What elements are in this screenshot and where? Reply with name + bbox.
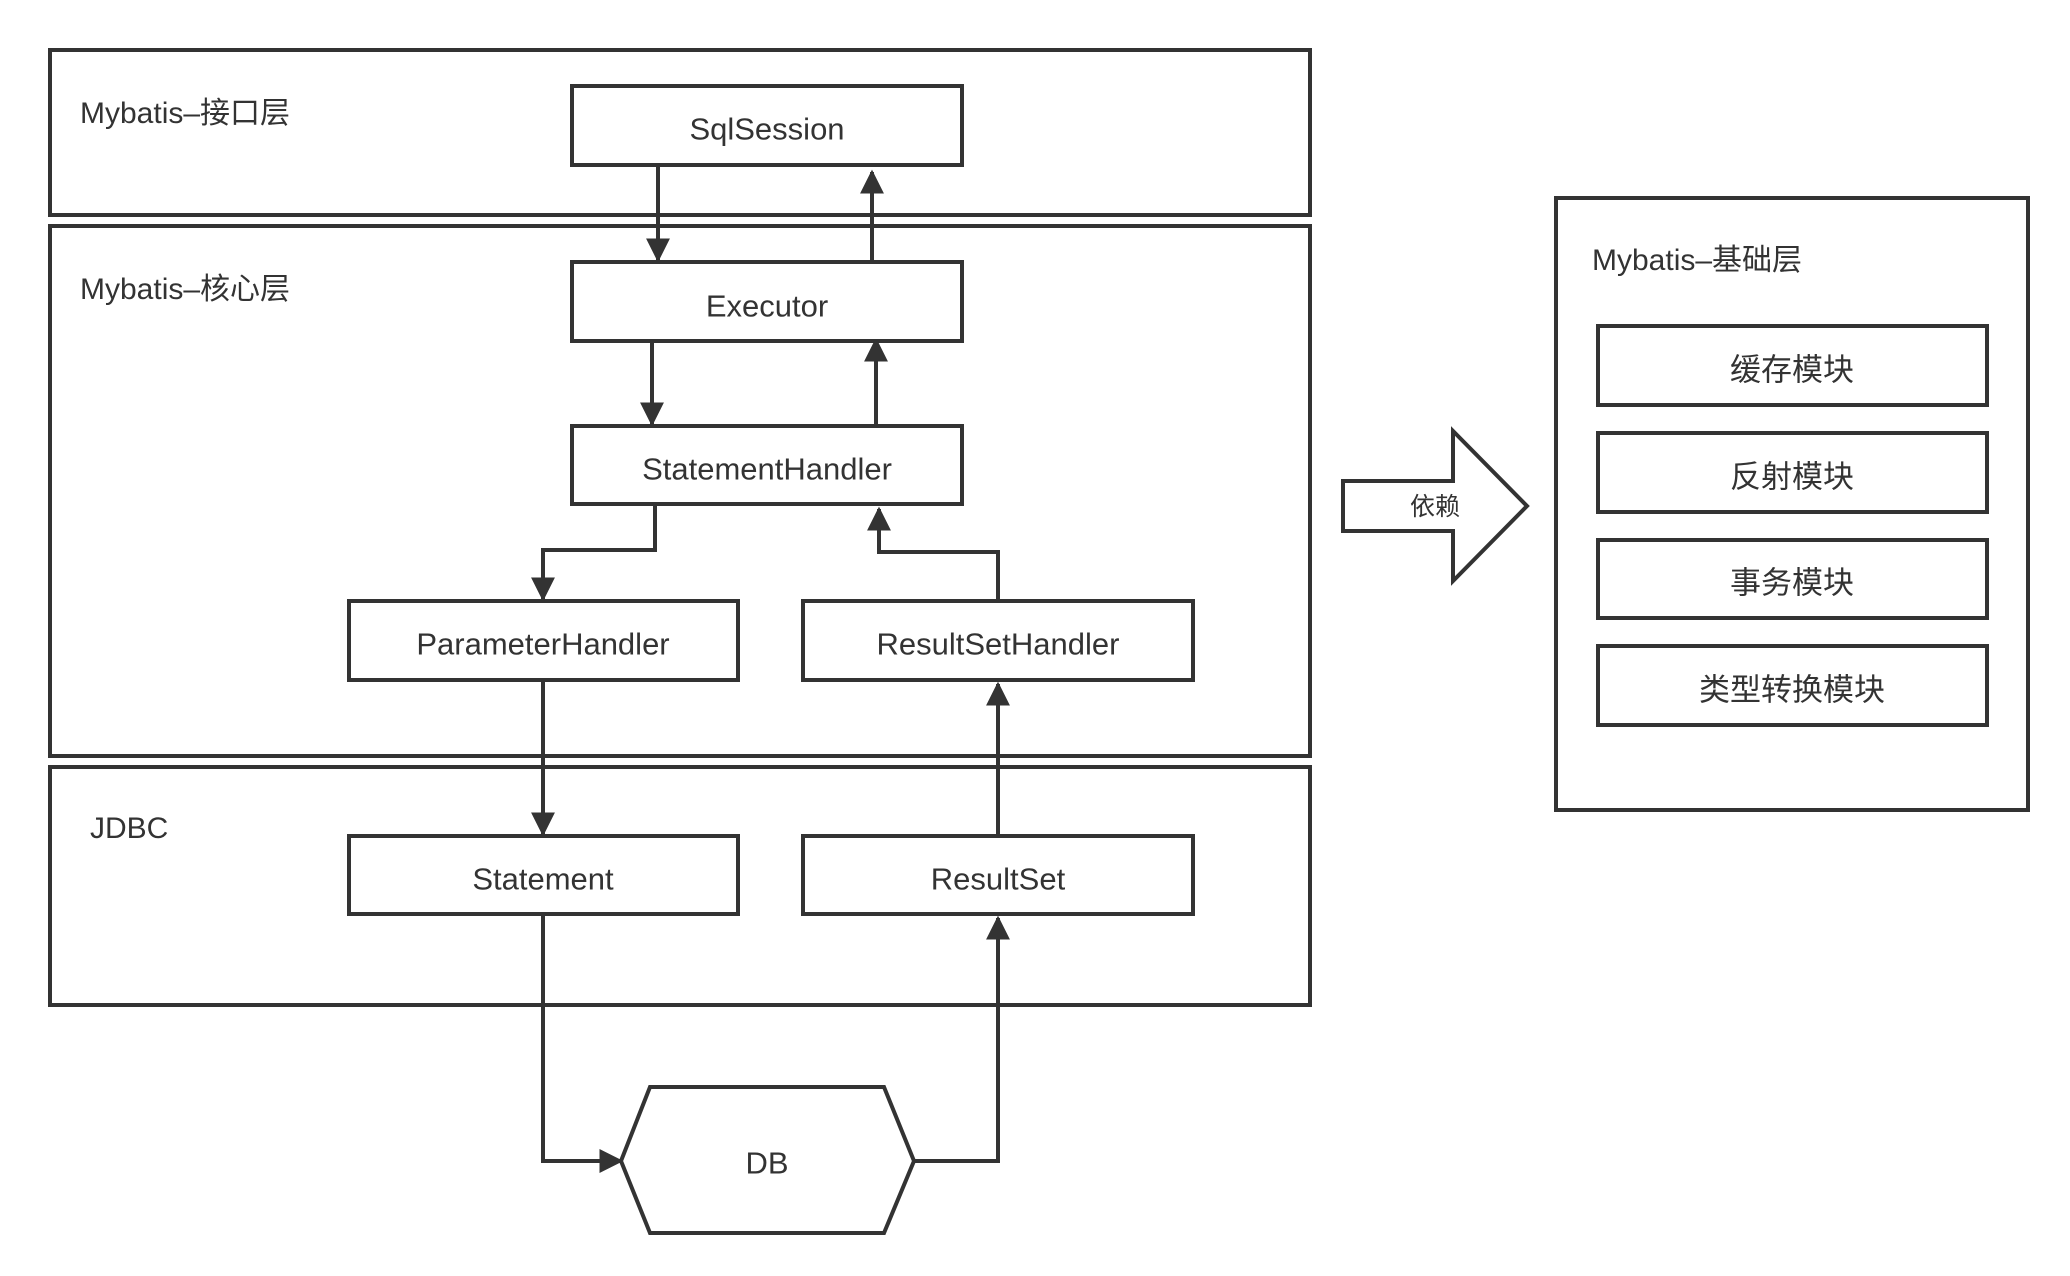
core-layer-frame: [48, 224, 1312, 758]
interface-layer-label: Mybatis–接口层: [80, 97, 290, 130]
node-db-label: DB: [745, 1146, 788, 1181]
jdbc-layer-label: JDBC: [90, 812, 168, 845]
dependency-arrow-label: 依赖: [1410, 493, 1460, 521]
core-layer-label: Mybatis–核心层: [80, 273, 290, 306]
foundation-layer-frame: [1554, 196, 2030, 812]
interface-layer-frame: [48, 48, 1312, 217]
node-statement[interactable]: Statement: [347, 834, 740, 916]
module-reflection-label: 反射模块: [1730, 460, 1854, 495]
node-statementhandler[interactable]: StatementHandler: [570, 424, 964, 506]
edge-resultsethandler-to-statementhandler: [867, 506, 1000, 599]
edge-statement-to-db: [541, 915, 624, 1173]
module-cache-label: 缓存模块: [1730, 353, 1854, 388]
node-statement-label: Statement: [472, 862, 614, 897]
module-transaction[interactable]: 事务模块: [1596, 538, 1989, 620]
node-sqlsession[interactable]: SqlSession: [570, 84, 964, 167]
edge-db-to-resultset: [914, 915, 1010, 1163]
module-type-conversion-label: 类型转换模块: [1699, 673, 1885, 708]
module-type-conversion[interactable]: 类型转换模块: [1596, 644, 1989, 727]
edge-statementhandler-to-parameterhandler: [531, 503, 657, 602]
node-parameterhandler[interactable]: ParameterHandler: [347, 599, 740, 682]
module-reflection[interactable]: 反射模块: [1596, 431, 1989, 514]
node-resultsethandler[interactable]: ResultSetHandler: [801, 599, 1195, 682]
node-sqlsession-label: SqlSession: [689, 112, 844, 147]
node-executor[interactable]: Executor: [570, 260, 964, 343]
module-transaction-label: 事务模块: [1730, 566, 1854, 601]
node-db[interactable]: DB: [618, 1085, 917, 1235]
node-resultset-label: ResultSet: [931, 862, 1066, 897]
dependency-arrow: 依赖: [1341, 426, 1530, 586]
module-cache[interactable]: 缓存模块: [1596, 324, 1989, 407]
node-resultset[interactable]: ResultSet: [801, 834, 1195, 916]
node-parameterhandler-label: ParameterHandler: [416, 627, 669, 662]
foundation-layer: Mybatis–基础层 缓存模块 反射模块 事务模块 类型转换模块: [1554, 196, 2030, 812]
interface-layer: Mybatis–接口层: [48, 48, 1312, 217]
connectors: [531, 165, 1010, 1173]
db-hexagon: [618, 1085, 917, 1235]
foundation-layer-label: Mybatis–基础层: [1592, 244, 1802, 277]
jdbc-layer: JDBC: [48, 765, 1312, 1007]
core-layer: Mybatis–核心层: [48, 224, 1312, 758]
node-statementhandler-label: StatementHandler: [642, 452, 892, 487]
jdbc-layer-frame: [48, 765, 1312, 1007]
dependency-arrow-shape: [1341, 426, 1530, 586]
node-resultsethandler-label: ResultSetHandler: [877, 627, 1120, 662]
node-executor-label: Executor: [706, 289, 828, 324]
